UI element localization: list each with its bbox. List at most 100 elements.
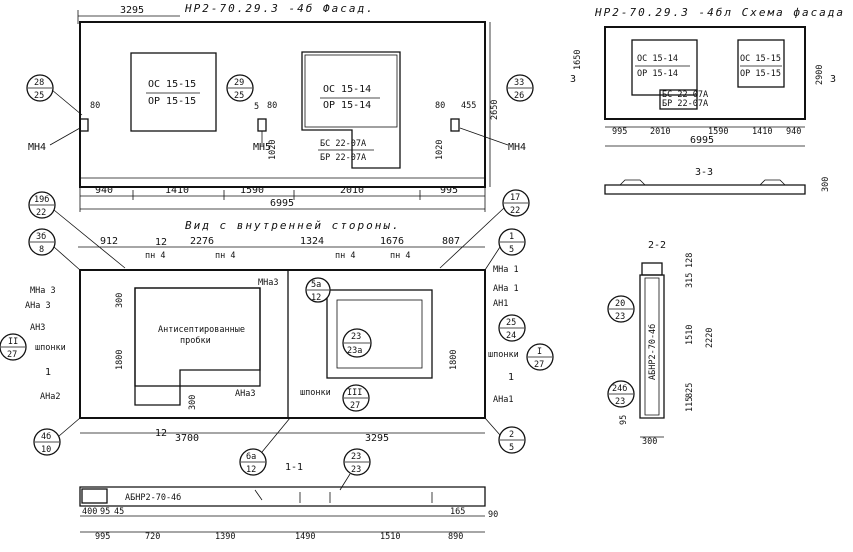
s22-300: 300 <box>642 437 657 447</box>
scheme-title: НР2-70.29.3 -4бл Схема фасада <box>594 6 845 19</box>
bubble-26: 26 <box>514 91 524 101</box>
pn4-a: пн 4 <box>145 251 165 261</box>
s11-165: 165 <box>450 507 465 517</box>
b17-bot: 22 <box>510 206 520 216</box>
s22-115: 115 <box>685 397 695 412</box>
bubble-19b-22: 19б 22 <box>28 191 126 269</box>
section-mark-left: 1 <box>45 367 51 378</box>
s11-400: 400 <box>82 507 97 517</box>
facade-window-left-bot: ОР 15-15 <box>148 96 196 107</box>
inner-view: Вид с внутренней стороны. 912 2276 1324 … <box>0 189 554 491</box>
section-11-mark: АБНР2-70-4б <box>125 492 181 503</box>
b20-bot: 23 <box>615 312 625 322</box>
facade-dim-top: 3295 <box>120 5 144 16</box>
inner-opening-left <box>134 287 261 406</box>
facade-window-door <box>301 51 401 169</box>
b4b-bot: 10 <box>41 445 51 455</box>
section-33-dim: 300 <box>821 177 831 192</box>
inner-dim-807: 807 <box>442 236 460 247</box>
s22-1510: 1510 <box>685 325 695 345</box>
bIII-top: III <box>347 388 362 398</box>
inner-dim-1324: 1324 <box>300 236 324 247</box>
inner-dim-1676: 1676 <box>380 236 404 247</box>
bIII-bot: 27 <box>350 401 360 411</box>
pn4-b: пн 4 <box>215 251 235 261</box>
bubble-17-22: 17 22 <box>439 189 530 269</box>
inner-dim-912: 912 <box>100 236 118 247</box>
s22-315: 315 <box>685 273 695 288</box>
bubble-25-24: 25 24 <box>498 314 526 342</box>
b4b-top: 4б <box>41 431 51 442</box>
scheme-dim-940: 940 <box>786 127 801 137</box>
mid-ana3: АНа3 <box>235 389 255 399</box>
facade-door-top: БС 22-07А <box>320 139 366 149</box>
s11-90: 90 <box>488 510 498 520</box>
inner-opening-right <box>326 289 433 379</box>
bubble-28: 28 <box>34 78 44 88</box>
right-mna1: МНа 1 <box>493 265 519 275</box>
facade-dim-995: 995 <box>440 185 458 196</box>
b23-bot: 23 <box>351 465 361 475</box>
scheme-w1-bot: ОР 15-14 <box>637 69 678 79</box>
b23-top: 23 <box>351 452 361 462</box>
bubble-3b-8: 3б 8 <box>28 228 81 271</box>
s22-825: 825 <box>685 383 695 398</box>
facade-title: НР2-70.29.3 -4б Фасад. <box>184 2 375 15</box>
mh4-right: МН4 <box>508 142 526 153</box>
left-ana2: АНа2 <box>40 392 60 402</box>
scheme-door-top: БС 22-07А <box>662 90 708 100</box>
section-mark-right: 1 <box>508 372 514 383</box>
b24-bot: 23 <box>615 397 625 407</box>
facade-dim-1410: 1410 <box>165 185 189 196</box>
b1-top: 1 <box>509 232 514 242</box>
bubble-25b: 25 <box>234 91 244 101</box>
left-ana3: АНа 3 <box>25 301 51 311</box>
section-22-body <box>639 274 665 419</box>
facade-dim-80a: 80 <box>90 101 100 111</box>
scheme-total: 6995 <box>690 135 714 146</box>
left-mna3: МНа 3 <box>30 286 56 296</box>
s22-2220: 2220 <box>705 328 715 348</box>
s11-1510: 1510 <box>380 532 400 542</box>
inner-h-1800b: 1800 <box>449 350 459 370</box>
bubble-23-23: 23 23 <box>339 448 371 491</box>
section-22-mark: АБНР2-70-4б <box>647 324 658 380</box>
right-an1: АН1 <box>493 299 508 309</box>
s11-890: 890 <box>448 532 463 542</box>
mh5: МН5 <box>253 142 271 153</box>
facade-window-right-bot: ОР 15-14 <box>323 100 371 111</box>
scheme-w1-top: ОС 15-14 <box>637 54 678 64</box>
right-shponki: шпонки <box>488 350 519 360</box>
b2-bot: 5 <box>509 443 514 453</box>
facade-dim-80c: 80 <box>435 101 445 111</box>
mid-mna3: МНа3 <box>258 278 278 288</box>
s11-95: 95 <box>100 507 110 517</box>
bubble-2-5: 2 5 <box>484 417 526 454</box>
bubble-I-27: I 27 <box>526 343 554 371</box>
b19b-top: 19б <box>34 194 49 205</box>
facade-dim-455: 455 <box>461 101 476 111</box>
s11-720: 720 <box>145 532 160 542</box>
facade-window-left-top: ОС 15-15 <box>148 79 196 90</box>
pn4-d: пн 4 <box>390 251 410 261</box>
facade-dim-2010: 2010 <box>340 185 364 196</box>
b25-bot: 24 <box>506 331 516 341</box>
bubble-24b-23: 24б 23 <box>607 380 635 408</box>
bubble-23a-bot: 23а <box>347 346 362 356</box>
s11-1390: 1390 <box>215 532 235 542</box>
facade-dim-940: 940 <box>95 185 113 196</box>
facade-window-left <box>130 52 217 132</box>
bII-top: II <box>8 337 18 347</box>
inner-h-1800a: 1800 <box>115 350 125 370</box>
mh4-left: МН4 <box>28 142 46 153</box>
inner-dim-3295: 3295 <box>365 433 389 444</box>
left-an3: АН3 <box>30 323 45 333</box>
b6a-bot: 12 <box>246 465 256 475</box>
inner-h-300b: 300 <box>188 395 198 410</box>
s22-128: 128 <box>685 253 695 268</box>
inner-mark-12-bot: 12 <box>155 428 167 439</box>
bubble-33: 33 <box>514 78 524 88</box>
section-1-1: 1-1 АБНР2-70-4б 400 95 45 165 90 995 720… <box>79 462 498 542</box>
pn4-c: пн 4 <box>335 251 355 261</box>
